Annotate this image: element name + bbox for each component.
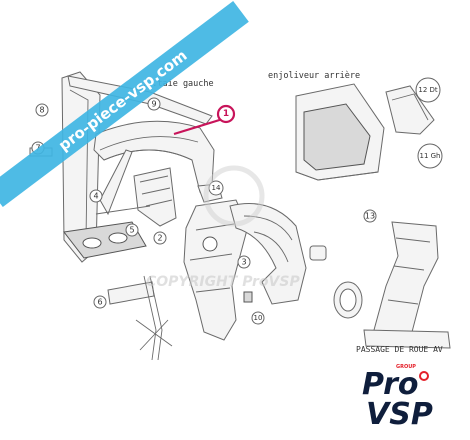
callout-5-circle — [125, 223, 139, 237]
part-trim-inset — [303, 103, 371, 171]
watermark-circle — [203, 165, 265, 227]
callout-10-circle — [251, 311, 265, 325]
callout-12: 12 Dt — [418, 86, 438, 94]
part-lamp-lens — [339, 288, 357, 312]
callout-12-circle — [415, 77, 441, 103]
callout-1: 1 — [223, 109, 229, 119]
part-arch-rib-2 — [103, 149, 193, 161]
part-arch-rib — [99, 136, 199, 151]
highlight-pointer — [173, 116, 227, 136]
logo-dot-icon — [419, 371, 429, 381]
callout-2-circle — [153, 231, 167, 245]
part-bracket-4 — [99, 149, 133, 216]
callout-1-circle — [216, 104, 236, 124]
part-passage-13-ribs — [387, 237, 431, 305]
logo-line1: Pro — [362, 367, 418, 402]
callouts: 2 3 4 5 6 7 8 9 10 11 Gh 12 Dt 13 14 — [31, 77, 443, 325]
part-plug — [309, 245, 327, 261]
label-bottom-right: PASSAGE DE ROUE AV — [356, 345, 443, 354]
trim-assembly — [295, 83, 435, 181]
part-passage-base — [363, 329, 451, 349]
part-wing-liner-ribs — [243, 215, 293, 263]
part-strut-2 — [149, 275, 163, 361]
callout-11-circle — [417, 143, 443, 169]
callout-4-circle — [89, 189, 103, 203]
callout-13-circle — [363, 209, 377, 223]
part-trim-sill — [295, 171, 379, 181]
tray-hole-2 — [108, 232, 128, 244]
callout-11: 11 Gh — [420, 152, 441, 160]
liner-hole — [202, 236, 218, 252]
callout-3-circle — [237, 255, 251, 269]
banner-strip — [0, 0, 249, 208]
callout-14: 14 — [212, 184, 221, 192]
callout-2: 2 — [157, 234, 162, 243]
logo: GROUP Pro VSP — [362, 364, 433, 432]
callout-5: 5 — [129, 226, 134, 235]
label-right-title: enjoliveur arrière — [268, 70, 360, 81]
label-left-title: ...taie gauche — [142, 79, 214, 89]
callout-6: 6 — [97, 298, 102, 307]
middle-assembly — [183, 183, 307, 341]
logo-line2: VSP — [366, 397, 433, 432]
callout-7: 7 — [35, 144, 40, 153]
logo-group-text: GROUP — [396, 364, 416, 370]
part-strut — [143, 275, 157, 361]
part-bracket-4-bar — [95, 205, 151, 215]
callout-3: 3 — [241, 258, 246, 267]
watermark-copyright: COPYRIGHT ProVSP — [146, 274, 300, 290]
part-panel-rear-edge — [69, 89, 89, 241]
part-trim-12-edge — [391, 93, 429, 121]
part-inner-flap — [133, 167, 177, 227]
part-inner-flap-ribs — [139, 175, 173, 207]
callout-6-circle — [93, 295, 107, 309]
part-strut-cross — [135, 319, 173, 351]
wheel-passage-assembly — [309, 221, 451, 349]
tray-hole-1 — [82, 237, 102, 249]
callout-4: 4 — [93, 192, 98, 201]
callout-9: 9 — [151, 100, 156, 109]
part-clip-10 — [243, 291, 253, 303]
callout-10: 10 — [254, 314, 263, 322]
callout-9-circle — [147, 97, 161, 111]
callout-8-circle — [35, 103, 49, 117]
callout-8: 8 — [39, 106, 44, 115]
part-passage-13 — [373, 221, 439, 343]
part-floor-tray — [63, 221, 147, 259]
callout-13: 13 — [365, 212, 375, 221]
